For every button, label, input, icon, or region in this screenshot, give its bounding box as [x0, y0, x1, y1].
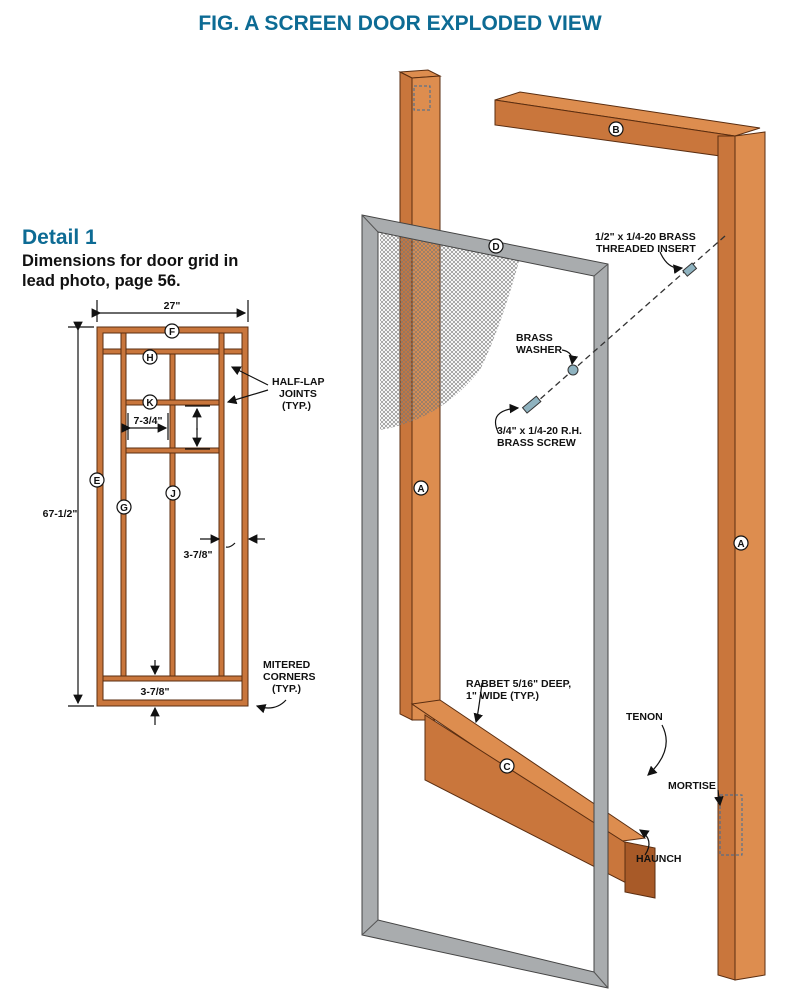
part-j: J	[170, 489, 176, 500]
detail-title: Detail 1	[22, 226, 97, 249]
detail-subtitle-1: Dimensions for door grid in	[22, 252, 238, 270]
part-g: G	[120, 503, 128, 514]
part-b: B	[612, 125, 619, 136]
detail-subtitle-2: lead photo, page 56.	[22, 272, 181, 290]
screen-frame	[361, 214, 609, 989]
door-grid	[96, 326, 249, 707]
part-c: C	[503, 762, 510, 773]
callout-insert-2: THREADED INSERT	[596, 243, 696, 255]
grid-part-labels: F H K E G J	[89, 323, 181, 515]
grid-dimensions	[68, 300, 287, 725]
right-stile	[717, 131, 766, 981]
dim-width: 27"	[164, 300, 181, 312]
callout-insert-1: 1/2" x 1/4-20 BRASS	[595, 231, 696, 243]
dim-pane: 7-3/4"	[134, 415, 163, 427]
main-part-labels: A A B C D	[413, 121, 749, 774]
part-e: E	[94, 476, 101, 487]
bottom-rail	[410, 699, 656, 899]
callout-mitered-1: MITERED	[263, 659, 311, 671]
dim-height: 67-1/2"	[43, 508, 78, 520]
hardware	[473, 235, 726, 856]
callout-washer-1: BRASS	[516, 332, 553, 344]
part-h: H	[146, 353, 153, 364]
callout-mortise: MORTISE	[668, 780, 716, 792]
callout-halflap-3: (TYP.)	[282, 400, 311, 412]
callout-screw-1: 3/4" x 1/4-20 R.H.	[497, 425, 582, 437]
part-a-left: A	[417, 484, 424, 495]
callout-haunch: HAUNCH	[636, 853, 682, 865]
callout-washer-2: WASHER	[516, 344, 563, 356]
callout-tenon: TENON	[626, 711, 663, 723]
callout-halflap-1: HALF-LAP	[272, 376, 325, 388]
callout-halflap-2: JOINTS	[279, 388, 317, 400]
callout-rabbet-1: RABBET 5/16" DEEP,	[466, 678, 571, 690]
callout-screw-2: BRASS SCREW	[497, 437, 576, 449]
dim-side: 3-7/8"	[184, 549, 213, 561]
callout-rabbet-2: 1" WIDE (TYP.)	[466, 690, 539, 702]
part-f: F	[169, 327, 175, 338]
callout-mitered-2: CORNERS	[263, 671, 316, 683]
part-k: K	[146, 398, 154, 409]
callout-mitered-3: (TYP.)	[272, 683, 301, 695]
part-a-right: A	[737, 539, 744, 550]
dim-bottom: 3-7/8"	[141, 686, 170, 698]
part-d: D	[492, 242, 499, 253]
figure-title: FIG. A SCREEN DOOR EXPLODED VIEW	[198, 12, 601, 35]
